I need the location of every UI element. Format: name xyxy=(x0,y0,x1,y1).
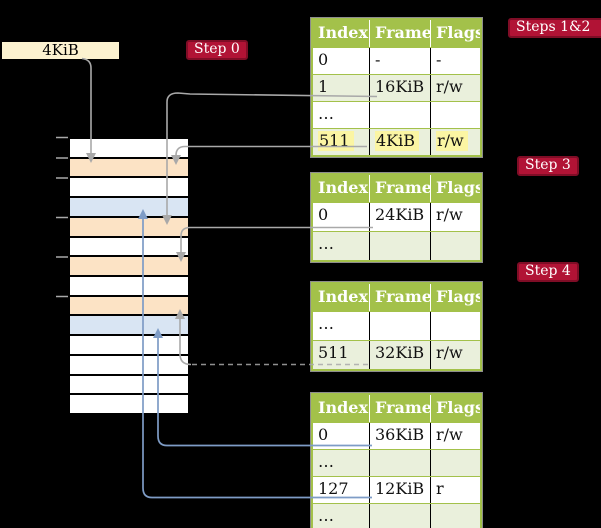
memory-row-13 xyxy=(70,395,188,414)
table-cell: … xyxy=(318,234,334,253)
table-cell xyxy=(430,312,480,340)
table-row: 511 4KiB r/w xyxy=(313,128,480,155)
memory-row-1 xyxy=(70,158,188,177)
table-cell xyxy=(369,312,430,340)
badge-steps-1-2: Steps 1&2 xyxy=(508,18,601,38)
column-header-frame: Frame xyxy=(369,175,430,202)
memory-row-2 xyxy=(70,178,188,197)
table-cell: 12KiB xyxy=(369,477,430,503)
table-cell: 0 xyxy=(318,50,329,69)
column-header-index: Index xyxy=(318,287,369,306)
table-cell: - xyxy=(369,48,430,74)
table-cell: … xyxy=(318,452,334,471)
table-cell: 36KiB xyxy=(369,423,430,449)
table-cell xyxy=(369,102,430,128)
column-header-index: Index xyxy=(318,23,369,42)
table-cell: r/w xyxy=(430,75,480,101)
memory-row-8 xyxy=(70,296,188,315)
table-cell: 16KiB xyxy=(369,75,430,101)
table-cell: 4KiB xyxy=(369,129,430,155)
memory-row-11 xyxy=(70,355,188,374)
table-cell xyxy=(430,504,480,528)
table-row: … xyxy=(313,311,480,340)
table-cell: 511 xyxy=(318,343,349,362)
table-cell: r xyxy=(430,477,480,503)
table-cell xyxy=(430,232,480,260)
table-cell xyxy=(369,504,430,528)
table-cell: r/w xyxy=(430,203,480,231)
table-cell: … xyxy=(318,104,334,123)
table-row: 0 -- xyxy=(313,47,480,74)
highlighted-value: 4KiB xyxy=(375,131,420,151)
table-cell xyxy=(369,232,430,260)
table-row: … xyxy=(313,101,480,128)
highlighted-value: 511 xyxy=(318,131,354,151)
memory-row-10 xyxy=(70,336,188,354)
table-cell: 24KiB xyxy=(369,203,430,231)
memory-row-4 xyxy=(70,217,188,236)
table-cell: r/w xyxy=(430,423,480,449)
table-cell: - xyxy=(430,48,480,74)
table-cell xyxy=(430,102,480,128)
table-row: … xyxy=(313,449,480,476)
table-cell xyxy=(369,450,430,476)
table-cell: … xyxy=(318,506,334,525)
column-header-frame: Frame xyxy=(369,284,430,311)
highlighted-value: r/w xyxy=(436,131,468,151)
column-header-index: Index xyxy=(318,398,369,417)
memory-row-3 xyxy=(70,198,188,216)
memory-row-0 xyxy=(70,139,188,157)
physical-memory-column xyxy=(68,137,190,415)
memory-row-5 xyxy=(70,237,188,256)
table-cell: 1 xyxy=(318,77,329,96)
column-header-flags: Flags xyxy=(430,175,480,202)
memory-tick-marks xyxy=(56,136,68,298)
page-size-label: 4KiB xyxy=(2,42,119,59)
table-cell: … xyxy=(318,314,334,333)
badge-step-3: Step 3 xyxy=(517,156,579,176)
table-cell: 511 xyxy=(313,129,369,155)
column-header-flags: Flags xyxy=(430,395,480,422)
memory-row-12 xyxy=(70,375,188,394)
column-header-frame: Frame xyxy=(369,20,430,47)
table-cell: 0 xyxy=(318,205,329,224)
column-header-flags: Flags xyxy=(430,284,480,311)
memory-row-9 xyxy=(70,316,188,335)
badge-step-4: Step 4 xyxy=(517,262,579,282)
column-header-flags: Flags xyxy=(430,20,480,47)
memory-row-7 xyxy=(70,277,188,295)
badge-step-0: Step 0 xyxy=(186,40,248,60)
column-header-frame: Frame xyxy=(369,395,430,422)
table-cell: 127 xyxy=(318,479,349,498)
table-cell: 32KiB xyxy=(369,341,430,369)
table-row: … xyxy=(313,503,480,528)
table-cell xyxy=(430,450,480,476)
table-cell: r/w xyxy=(430,129,480,155)
table-cell: r/w xyxy=(430,341,480,369)
column-header-index: Index xyxy=(318,178,369,197)
table-row: … xyxy=(313,231,480,260)
memory-row-6 xyxy=(70,257,188,276)
table-cell: 0 xyxy=(318,425,329,444)
